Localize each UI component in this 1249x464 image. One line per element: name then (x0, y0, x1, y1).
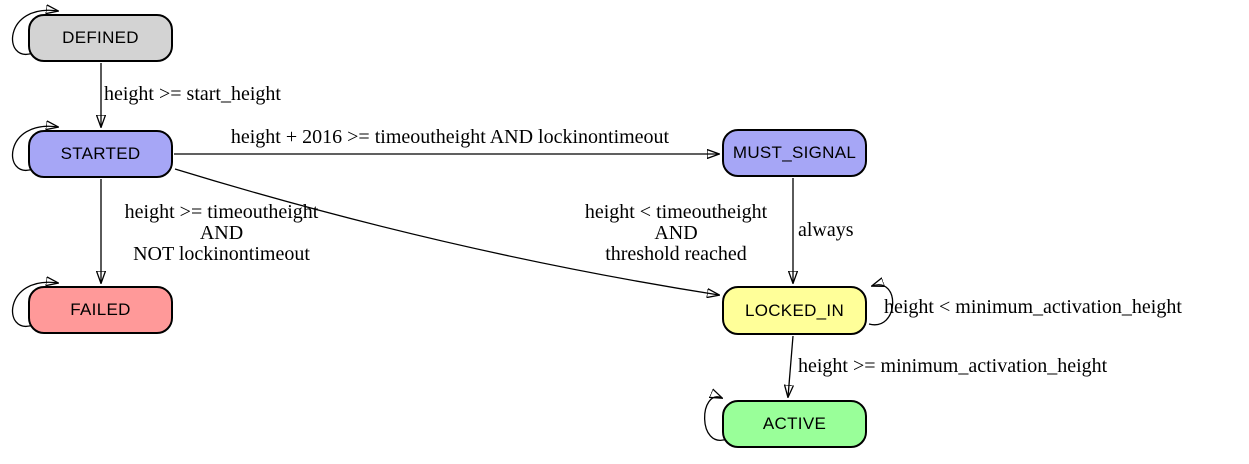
edge-label-defined-to-started: height >= start_height (104, 83, 281, 105)
edge-started-to-locked-in (174, 168, 719, 295)
edge-label-must-signal-to-locked-in: always (798, 219, 854, 241)
edge-locked-in-to-active (788, 335, 793, 397)
state-label-started: STARTED (60, 144, 141, 163)
state-node-failed: FAILED (28, 286, 173, 334)
edge-label-line: height < timeoutheight (584, 201, 768, 223)
edge-active-self-loop (704, 397, 728, 441)
state-label-failed: FAILED (70, 300, 131, 319)
state-label-active: ACTIVE (762, 414, 827, 433)
state-node-locked-in: LOCKED_IN (722, 286, 867, 335)
edge-label-started-to-failed: height >= timeoutheight AND NOT lockinon… (100, 202, 343, 265)
state-node-must-signal: MUST_SIGNAL (722, 129, 867, 177)
edge-label-started-to-must-signal: height + 2016 >= timeoutheight AND locki… (230, 126, 670, 148)
state-node-active: ACTIVE (722, 400, 867, 448)
edge-label-line: threshold reached (605, 243, 747, 265)
edge-defined-self-loop (12, 10, 58, 55)
edge-label-line: AND (654, 222, 698, 244)
edge-label-line: NOT lockinontimeout (133, 243, 310, 265)
edge-locked-in-self-loop (868, 285, 894, 326)
state-node-started: STARTED (28, 130, 173, 178)
edge-label-locked-in-self-loop: height < minimum_activation_height (884, 296, 1182, 318)
state-label-locked-in: LOCKED_IN (744, 300, 845, 320)
edge-label-line: AND (199, 222, 244, 244)
edge-label-locked-in-to-active: height >= minimum_activation_height (798, 355, 1108, 377)
edge-started-self-loop (12, 126, 58, 171)
state-label-must-signal: MUST_SIGNAL (732, 143, 857, 162)
edge-label-line: height >= timeoutheight (124, 201, 319, 223)
edge-label-started-to-locked-in: height < timeoutheight AND threshold rea… (565, 202, 787, 265)
state-label-defined: DEFINED (62, 28, 139, 47)
state-node-defined: DEFINED (28, 14, 173, 62)
edge-failed-self-loop (12, 282, 58, 327)
